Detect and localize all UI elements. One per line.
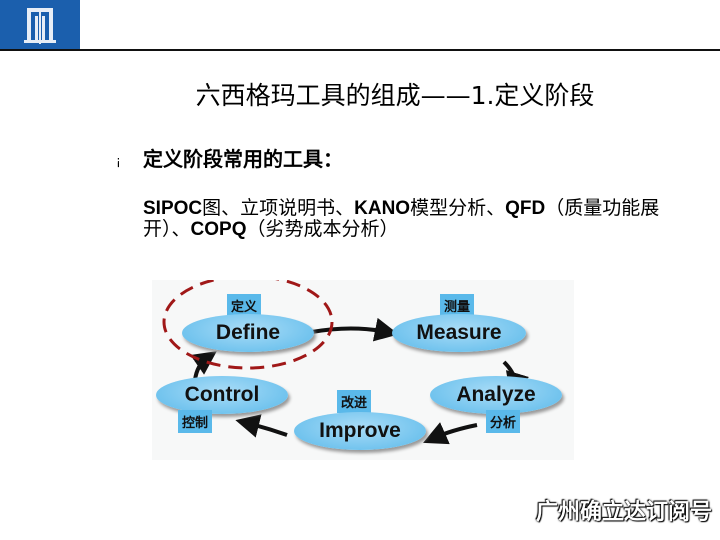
phase-control: Control: [156, 376, 288, 414]
header-divider: [0, 49, 720, 51]
phase-improve: Improve: [294, 412, 426, 450]
phase-analyze: Analyze: [430, 376, 562, 414]
tool-copq: COPQ: [190, 219, 247, 240]
watermark: 广州确立达订阅号: [535, 500, 712, 525]
highlight-ellipse: [162, 280, 334, 370]
dmaic-diagram: 定义 Define 测量 Measure Analyze 分析 改进 Impro…: [152, 280, 574, 460]
label-control-zh: 控制: [178, 410, 213, 433]
arrow-improve-control: [235, 414, 288, 438]
tool-text: （质量功能展开）、: [143, 197, 660, 240]
phase-define: Define: [182, 314, 314, 352]
label-improve-zh: 改进: [337, 390, 372, 413]
logo: [0, 0, 80, 50]
phase-measure: Measure: [392, 314, 526, 352]
arrow-define-measure: [311, 317, 399, 342]
building-columns-icon: [24, 8, 56, 44]
bullet-icon: ¡: [116, 154, 121, 168]
tool-sipoc: SIPOC: [143, 198, 203, 219]
tools-list: SIPOC图、立项说明书、KANO模型分析、QFD（质量功能展开）、COPQ（劣…: [143, 198, 673, 240]
subtitle: 定义阶段常用的工具：: [143, 147, 343, 171]
label-analyze-zh: 分析: [486, 410, 521, 433]
arrow-analyze-improve: [423, 422, 478, 445]
label-define-zh: 定义: [227, 294, 262, 317]
tool-qfd: QFD: [505, 198, 546, 219]
tool-text: （劣势成本分析）: [246, 218, 399, 240]
tool-kano: KANO: [354, 198, 411, 219]
label-measure-zh: 测量: [440, 294, 475, 317]
page-title: 六西格玛工具的组成——1.定义阶段: [195, 81, 595, 110]
tool-text: 模型分析、: [410, 197, 506, 219]
tool-text: 图、立项说明书、: [202, 197, 355, 219]
